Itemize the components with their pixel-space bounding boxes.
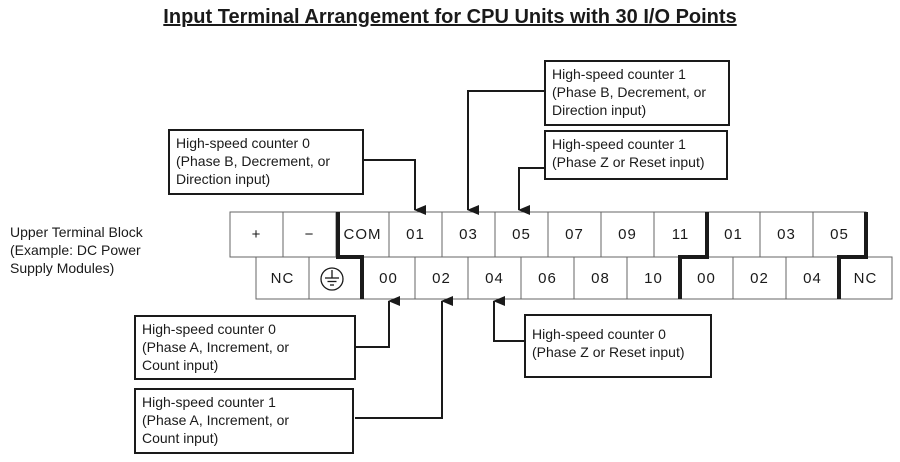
terminal-top-01: 01 bbox=[406, 226, 425, 243]
callout-hsc1-phase-a: High-speed counter 1 (Phase A, Increment… bbox=[134, 388, 354, 454]
arrow-icon bbox=[355, 296, 453, 419]
arrow-icon bbox=[518, 167, 546, 215]
callout-line: High-speed counter 1 bbox=[552, 136, 686, 152]
terminal-bottom-08: 08 bbox=[591, 269, 610, 287]
terminal-block-label: Upper Terminal Block (Example: DC Power … bbox=[10, 223, 143, 277]
terminal-top-09: 09 bbox=[618, 226, 637, 243]
callout-line: (Phase A, Increment, or bbox=[142, 412, 290, 428]
terminal-bottom-02: 02 bbox=[432, 269, 451, 287]
terminal-top-03: 03 bbox=[459, 226, 478, 243]
callout-line: High-speed counter 0 bbox=[176, 135, 310, 151]
callout-line: Direction input) bbox=[176, 171, 271, 187]
ground-icon bbox=[320, 267, 344, 291]
callout-line: Count input) bbox=[142, 430, 219, 446]
callout-line: (Phase A, Increment, or bbox=[142, 339, 290, 355]
callout-line: High-speed counter 0 bbox=[532, 326, 666, 342]
page-title: Input Terminal Arrangement for CPU Units… bbox=[163, 6, 737, 28]
terminal-block-label-line2: (Example: DC Power bbox=[10, 242, 141, 258]
terminal-bottom-06: 06 bbox=[538, 269, 557, 287]
callout-hsc1-phase-b: High-speed counter 1 (Phase B, Decrement… bbox=[544, 60, 730, 126]
arrow-icon bbox=[364, 159, 426, 215]
callout-hsc0-phase-b: High-speed counter 0 (Phase B, Decrement… bbox=[168, 129, 364, 195]
callout-line: High-speed counter 1 bbox=[142, 394, 276, 410]
terminal-nc-right: NC bbox=[853, 269, 878, 287]
terminal-bottom-b-00: 00 bbox=[697, 269, 716, 287]
arrow-icon bbox=[356, 296, 400, 348]
callout-line: High-speed counter 1 bbox=[552, 66, 686, 82]
callout-line: Count input) bbox=[142, 357, 219, 373]
callout-line: (Phase Z or Reset input) bbox=[532, 344, 685, 360]
terminal-top-07: 07 bbox=[565, 226, 584, 243]
arrow-icon bbox=[493, 296, 526, 342]
terminal-top-b-01: 01 bbox=[724, 226, 743, 243]
terminal-block-label-line1: Upper Terminal Block bbox=[10, 224, 143, 240]
callout-line: (Phase Z or Reset input) bbox=[552, 154, 705, 170]
callout-line: (Phase B, Decrement, or bbox=[552, 84, 707, 100]
arrow-icon bbox=[467, 90, 546, 215]
terminal-top-11: 11 bbox=[671, 226, 690, 243]
group-separators bbox=[336, 212, 868, 299]
connector-lines bbox=[355, 90, 546, 419]
callout-hsc1-phase-z: High-speed counter 1 (Phase Z or Reset i… bbox=[544, 130, 728, 180]
callout-hsc0-phase-a: High-speed counter 0 (Phase A, Increment… bbox=[134, 315, 356, 380]
terminal-com: COM bbox=[343, 226, 382, 243]
terminal-bottom-04: 04 bbox=[485, 269, 504, 287]
callout-line: Direction input) bbox=[552, 102, 647, 118]
terminal-minus: − bbox=[304, 226, 315, 243]
terminal-top-b-03: 03 bbox=[777, 226, 796, 243]
terminal-top-b-05: 05 bbox=[830, 226, 849, 243]
terminal-bottom-b-04: 04 bbox=[803, 269, 822, 287]
terminal-bottom-00: 00 bbox=[379, 269, 398, 287]
terminal-top-05: 05 bbox=[512, 226, 531, 243]
callout-line: (Phase B, Decrement, or bbox=[176, 153, 331, 169]
terminal-nc-left: NC bbox=[270, 269, 295, 287]
terminal-bottom-b-02: 02 bbox=[750, 269, 769, 287]
terminal-block-label-line3: Supply Modules) bbox=[10, 260, 115, 276]
callout-line: High-speed counter 0 bbox=[142, 321, 276, 337]
terminal-bottom-10: 10 bbox=[644, 269, 663, 287]
terminal-plus: + bbox=[251, 226, 262, 243]
callout-hsc0-phase-z: High-speed counter 0 (Phase Z or Reset i… bbox=[524, 314, 712, 378]
